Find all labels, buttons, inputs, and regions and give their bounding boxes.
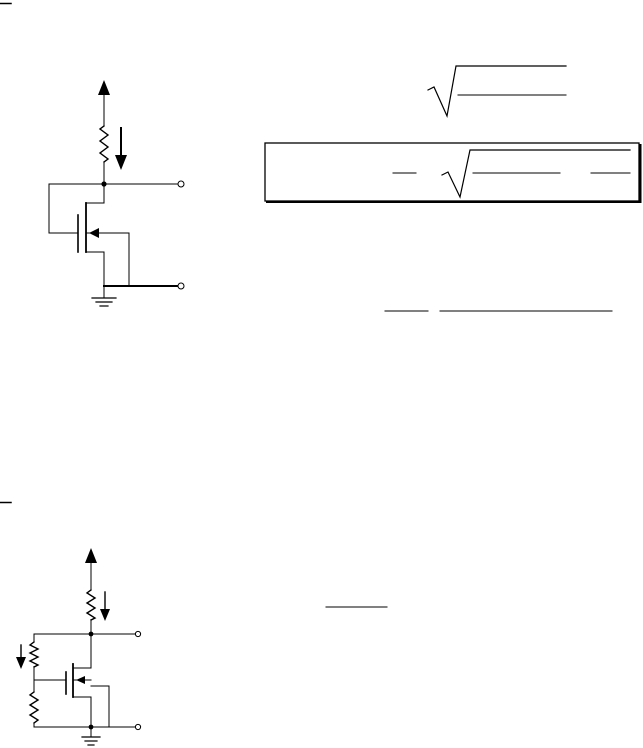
problem-b <box>0 501 388 746</box>
load-resistor <box>85 589 97 621</box>
circuit-a <box>48 80 185 307</box>
ground-icon <box>91 297 117 307</box>
gate-feedback-wire <box>48 183 105 234</box>
ground-terminal-icon[interactable] <box>177 282 185 290</box>
divider-current-arrow-icon <box>16 657 26 669</box>
body-arrow-icon <box>89 228 99 238</box>
ground-icon <box>81 736 101 746</box>
output-terminal-icon[interactable] <box>177 180 185 188</box>
circuit-b <box>16 548 142 746</box>
current-arrow-icon <box>115 155 127 170</box>
current-arrow-icon <box>100 609 110 621</box>
output-terminal-icon[interactable] <box>134 630 142 638</box>
equation-block-a <box>264 65 642 312</box>
divider-resistor-top <box>28 641 40 668</box>
supply-arrow-icon <box>98 80 110 95</box>
supply-arrow-icon <box>85 548 97 563</box>
ground-terminal-icon[interactable] <box>134 723 142 731</box>
sqrt-sign-icon <box>427 65 567 119</box>
body-arrow-icon <box>76 676 85 684</box>
problem-a <box>0 2 642 312</box>
load-resistor <box>98 125 110 163</box>
sqrt-sign-icon <box>441 149 631 199</box>
boxed-result <box>264 142 640 202</box>
divider-resistor-bottom <box>28 691 40 724</box>
